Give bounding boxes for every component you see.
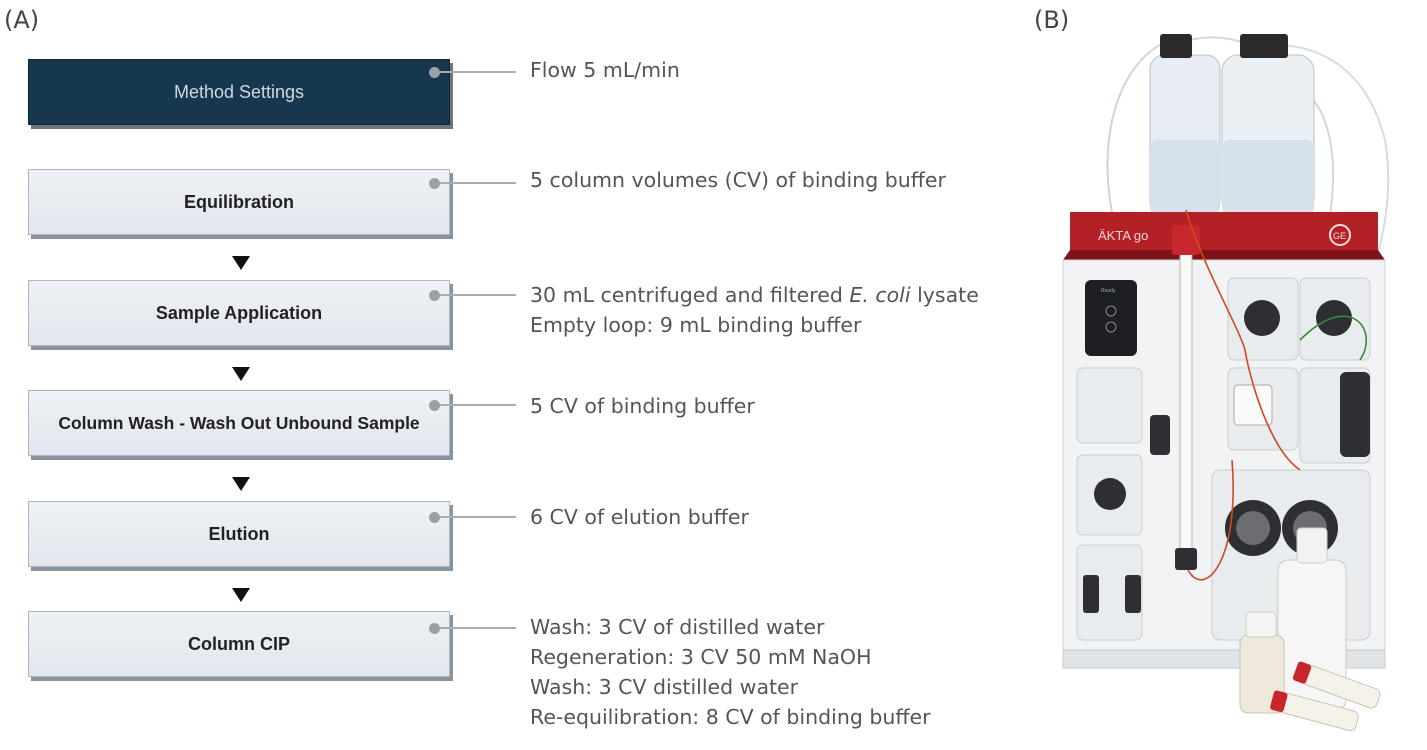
step-note-method-settings: Flow 5 mL/min	[530, 58, 680, 82]
tubing-green	[1299, 315, 1368, 361]
chromatography-column	[1179, 234, 1193, 566]
connector-dot	[429, 67, 440, 78]
instrument-top-panel-edge	[1063, 250, 1385, 260]
instrument-name: ÄKTA go	[1098, 228, 1148, 243]
connector-dot	[429, 512, 440, 523]
flow-arrow	[232, 367, 250, 381]
buffer-bottle-left	[1149, 34, 1221, 216]
leader-line	[440, 627, 516, 629]
step-note-equilibration: 5 column volumes (CV) of binding buffer	[530, 168, 946, 192]
akta-go-instrument-image: ÄKTA go GE Ready	[1062, 34, 1390, 732]
inlet-valve-icon	[1083, 575, 1099, 613]
step-note-column-cip: Wash: 3 CV of distilled water Regenerati…	[530, 615, 931, 729]
instrument-top-panel	[1070, 212, 1378, 252]
tubing-red	[1187, 459, 1234, 581]
step-column-cip: Column CIP	[28, 611, 450, 677]
status-screen	[1085, 280, 1137, 356]
connector-dot	[429, 623, 440, 634]
column-valve-icon	[1244, 300, 1280, 336]
status-screen-text: Ready	[1101, 288, 1116, 294]
leader-line	[440, 516, 516, 518]
column-bottom-fitting	[1175, 548, 1197, 570]
strep-trap-cartridge	[1292, 661, 1381, 709]
ge-logo-text: GE	[1333, 231, 1346, 241]
strep-trap-cartridge	[1270, 690, 1359, 732]
step-note-sample-application: 30 mL centrifuged and filtered E. coli l…	[530, 283, 979, 337]
flow-arrow	[232, 256, 250, 270]
connector-dot	[429, 290, 440, 301]
pressure-monitor-icon	[1340, 372, 1370, 457]
ge-logo	[1329, 224, 1351, 246]
conductivity-cell-icon	[1150, 415, 1170, 455]
connector-dot	[429, 400, 440, 411]
screen-button-icon	[1105, 305, 1117, 317]
step-elution: Elution	[28, 501, 450, 567]
flow-arrow	[232, 477, 250, 491]
leader-line	[440, 404, 516, 406]
module-panel	[1076, 544, 1143, 641]
step-column-wash: Column Wash - Wash Out Unbound Sample	[28, 390, 450, 456]
resin-bottle-cap	[1245, 611, 1277, 638]
flow-arrow	[232, 588, 250, 602]
panel-label-a: (A)	[4, 6, 40, 34]
step-equilibration: Equilibration	[28, 169, 450, 235]
mixer-icon	[1233, 384, 1273, 426]
panel-label-b: (B)	[1034, 6, 1070, 34]
buffer-bottle-right	[1221, 34, 1315, 216]
pump-head-icon	[1236, 511, 1270, 545]
outlet-valve-icon	[1094, 478, 1126, 510]
step-method-settings: Method Settings	[28, 59, 450, 125]
screen-button-icon	[1105, 321, 1117, 333]
tubing-red	[1185, 209, 1301, 471]
step-sample-application: Sample Application	[28, 280, 450, 346]
inlet-valve-icon	[1125, 575, 1141, 613]
leader-line	[440, 294, 516, 296]
resin-bottle-cap	[1296, 527, 1328, 564]
module-panel	[1076, 367, 1143, 444]
step-note-column-wash: 5 CV of binding buffer	[530, 394, 755, 418]
step-note-elution: 6 CV of elution buffer	[530, 505, 749, 529]
leader-line	[440, 71, 516, 73]
leader-line	[440, 182, 516, 184]
connector-dot	[429, 178, 440, 189]
